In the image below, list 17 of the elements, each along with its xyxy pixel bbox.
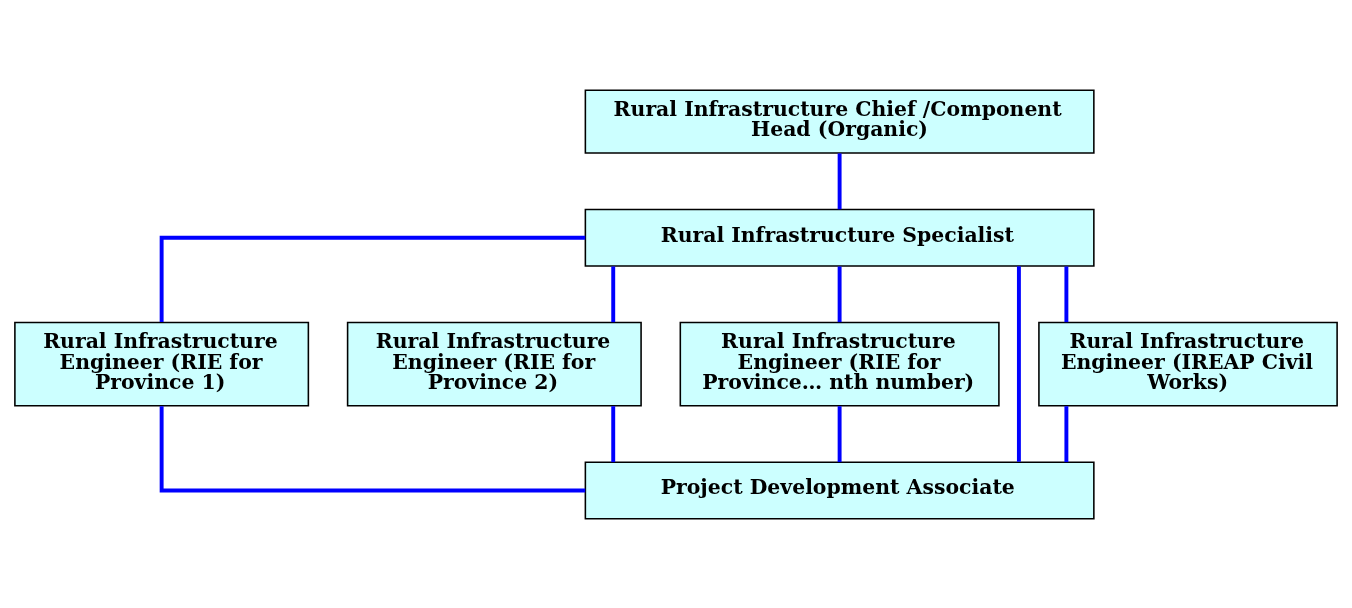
connector xyxy=(1016,265,1021,462)
connector xyxy=(1064,405,1069,462)
node-box: Rural Infrastructure Engineer (RIE for Province 1) xyxy=(14,321,310,406)
connector xyxy=(1064,265,1069,322)
connector xyxy=(837,265,842,322)
node-box: Rural Infrastructure Engineer (RIE for Province 2) xyxy=(346,321,642,406)
node-box: Rural Infrastructure Specialist xyxy=(584,208,1095,267)
connector xyxy=(611,405,616,462)
node-box: Project Development Associate xyxy=(584,460,1095,519)
connector xyxy=(837,152,842,209)
node-box: Rural Infrastructure Engineer (RIE for Province… nth number) xyxy=(679,321,1000,406)
connector xyxy=(611,265,616,322)
node-box: Rural Infrastructure Chief /Component Head (Organic) xyxy=(584,89,1095,154)
node-box: Rural Infrastructure Engineer (IREAP Civil Works) xyxy=(1038,321,1338,406)
connector xyxy=(837,405,842,462)
connector xyxy=(159,235,586,322)
connector xyxy=(159,405,586,492)
